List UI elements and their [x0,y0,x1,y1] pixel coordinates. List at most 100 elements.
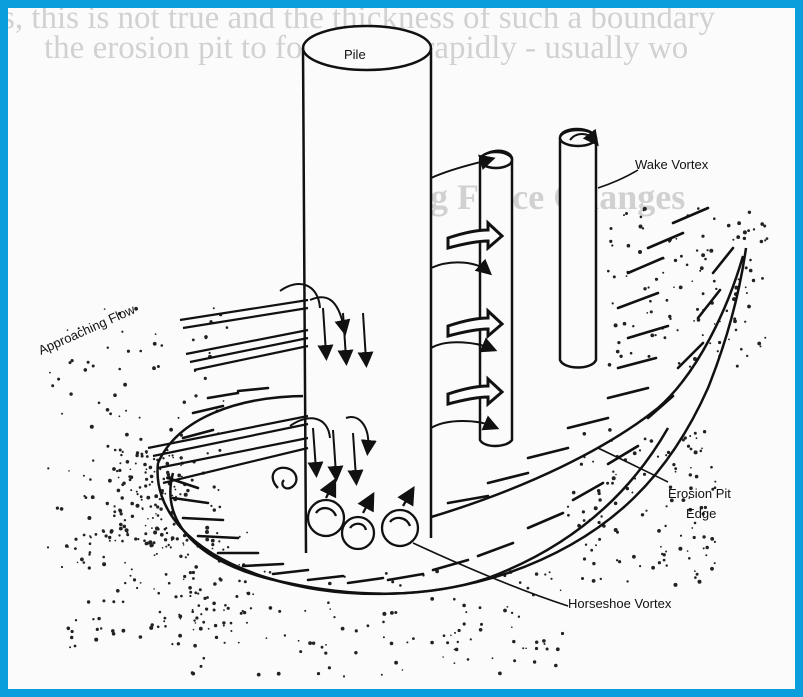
sediment-dot [131,568,133,570]
sediment-dot [639,565,641,567]
sediment-dot [87,516,91,520]
sediment-dot [214,624,217,627]
sediment-dot [173,523,176,526]
sediment-dot [519,581,522,584]
hatch-stroke [348,578,383,583]
sediment-dot [157,626,160,629]
sediment-dot [718,341,721,344]
sediment-dot [522,647,524,649]
sediment-dot [183,401,186,404]
sediment-dot [463,622,466,625]
sediment-dot [159,498,161,500]
sediment-dot [49,372,51,374]
sediment-dot [304,610,306,612]
sediment-dot [746,292,748,294]
sediment-dot [178,634,182,638]
sediment-dot [156,505,159,508]
sediment-dot [492,657,494,659]
sediment-dot [745,286,747,288]
sediment-dot [153,541,156,544]
sediment-dot [143,539,146,542]
sediment-dot [108,536,111,539]
sediment-dot [139,438,142,441]
sediment-dot [186,539,189,542]
sediment-dot [139,350,142,353]
sediment-dot [616,559,618,561]
sediment-dot [83,495,85,497]
sediment-dot [126,460,130,464]
sediment-dot [608,363,612,367]
sediment-dot [104,308,106,310]
sediment-dot [98,402,101,405]
sediment-dot [113,510,116,513]
sediment-dot [206,596,209,599]
sediment-dot [151,481,153,483]
hatch-stroke [568,418,608,428]
sediment-dot [257,673,261,677]
sediment-dot [664,336,667,339]
sediment-dot [672,463,675,466]
sediment-dot [145,525,147,527]
hatch-stroke [673,208,708,223]
sediment-dot [544,643,546,645]
sediment-dot [212,548,214,550]
sediment-dot [130,489,132,491]
hatch-stroke [273,570,308,574]
sediment-dot [250,607,252,609]
sediment-dot [102,599,105,602]
sediment-dot [454,632,456,634]
sediment-dot [662,272,664,274]
sediment-dot [170,546,172,548]
sediment-dot [193,619,195,621]
sediment-dot [646,312,648,314]
sediment-dot [462,604,466,608]
sediment-dot [623,322,627,326]
hatch-stroke [478,543,513,556]
sediment-dot [105,534,108,537]
sediment-dot [700,450,703,453]
sediment-dot [130,502,134,506]
sediment-dot [197,593,199,595]
sediment-dot [747,305,751,309]
sediment-dot [583,519,586,522]
sediment-dot [664,525,666,527]
sediment-dot [583,432,587,436]
sediment-dot [80,558,84,562]
sediment-dot [399,584,402,587]
sediment-dot [180,465,182,467]
sediment-dot [252,593,254,595]
sediment-dot [446,641,449,644]
sediment-dot [213,582,217,586]
sediment-dot [166,532,168,534]
sediment-dot [74,645,77,648]
sediment-dot [199,588,202,591]
sediment-dot [703,547,705,549]
sediment-dot [210,505,212,507]
sediment-dot [146,452,148,454]
sediment-dot [727,224,731,228]
sediment-dot [179,493,181,495]
sediment-dot [227,607,230,610]
sediment-dot [329,608,331,610]
sediment-dot [333,616,335,618]
sediment-dot [169,428,173,432]
sediment-dot [189,571,192,574]
sediment-dot [240,612,243,615]
sediment-dot [582,510,585,513]
sediment-dot [47,467,49,469]
sediment-dot [650,439,654,443]
sediment-dot [61,413,63,415]
sediment-dot [146,468,148,470]
sediment-dot [238,564,240,566]
sediment-dot [194,565,198,569]
sediment-dot [714,562,716,564]
sediment-dot [223,625,225,627]
sediment-dot [627,244,631,248]
sediment-dot [92,365,95,368]
sediment-dot [84,368,88,372]
sediment-dot [218,489,220,491]
sediment-dot [328,666,331,669]
sediment-dot [130,575,132,577]
sediment-dot [100,627,102,629]
sediment-dot [106,502,109,505]
